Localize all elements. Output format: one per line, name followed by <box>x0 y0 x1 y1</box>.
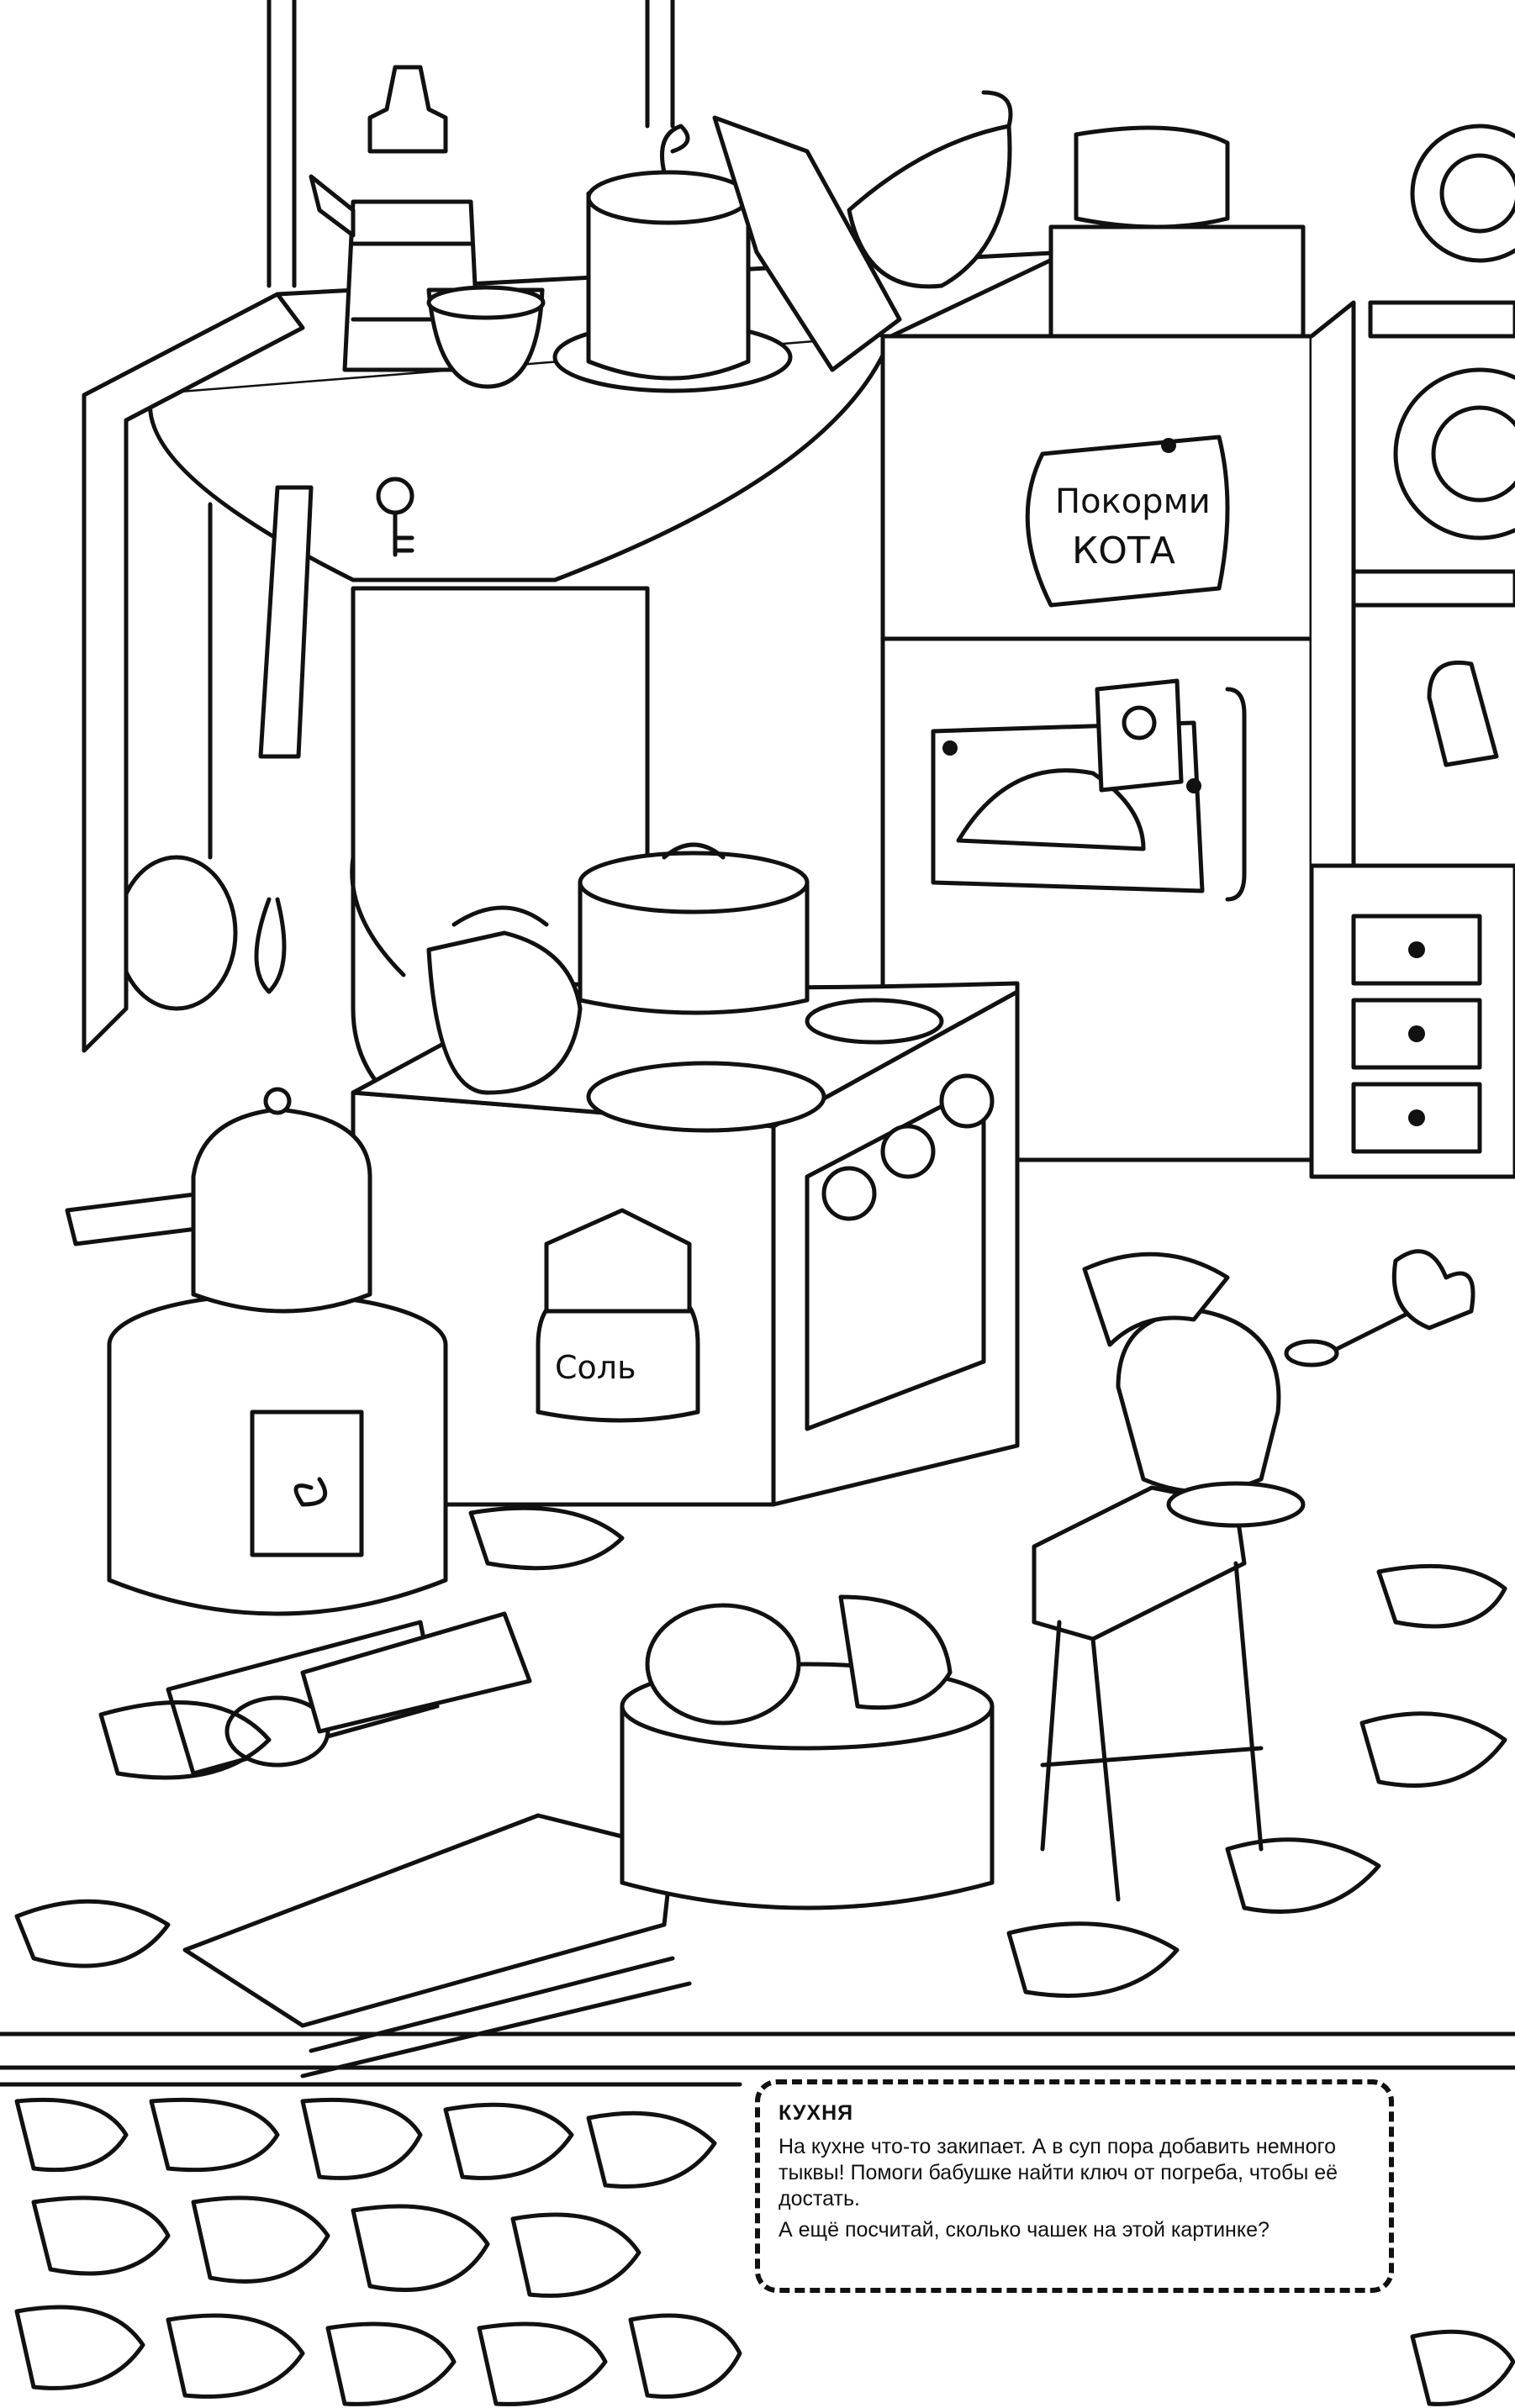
fridge-note: Покорми КОТА <box>1025 435 1230 608</box>
wood-stove <box>107 1087 448 1616</box>
info-paragraph-2: А ещё посчитай, сколько чашек на этой ка… <box>779 2218 1270 2242</box>
drawer-cabinet <box>1309 863 1515 1179</box>
candle <box>552 124 793 393</box>
hanging-utensils <box>115 477 414 1011</box>
firewood <box>166 1611 532 1776</box>
kettle <box>350 855 583 1095</box>
info-title: КУХНЯ <box>779 2101 854 2125</box>
cheese-and-onion <box>712 90 1013 372</box>
stove-pipe <box>65 292 305 1246</box>
cutting-board <box>182 1813 692 2079</box>
stone-wall-border <box>0 2082 1515 2406</box>
salt-jar: Соль <box>536 1208 700 1423</box>
plate-rack <box>1351 124 1515 767</box>
fridge-note-line1: Покорми <box>1055 482 1211 521</box>
back-wall <box>267 0 675 288</box>
spoon-and-toy <box>1284 1249 1475 1367</box>
salt-jar-label: Соль <box>555 1349 636 1386</box>
info-panel: КУХНЯ На кухне что-то закипает. А в суп … <box>755 2079 1394 2293</box>
child <box>1082 1251 1306 1528</box>
high-chair <box>1032 1485 1264 1902</box>
pumpkin-basket <box>620 1594 995 1910</box>
cooking-pot <box>578 842 810 1015</box>
floor-stones <box>0 1505 1515 2070</box>
info-paragraph-1: На кухне что-то закипает. А в суп пора д… <box>779 2135 1338 2210</box>
shelf-cup <box>426 285 546 389</box>
fridge-drawing <box>931 678 1205 893</box>
fridge-note-line2: КОТА <box>1072 530 1175 572</box>
